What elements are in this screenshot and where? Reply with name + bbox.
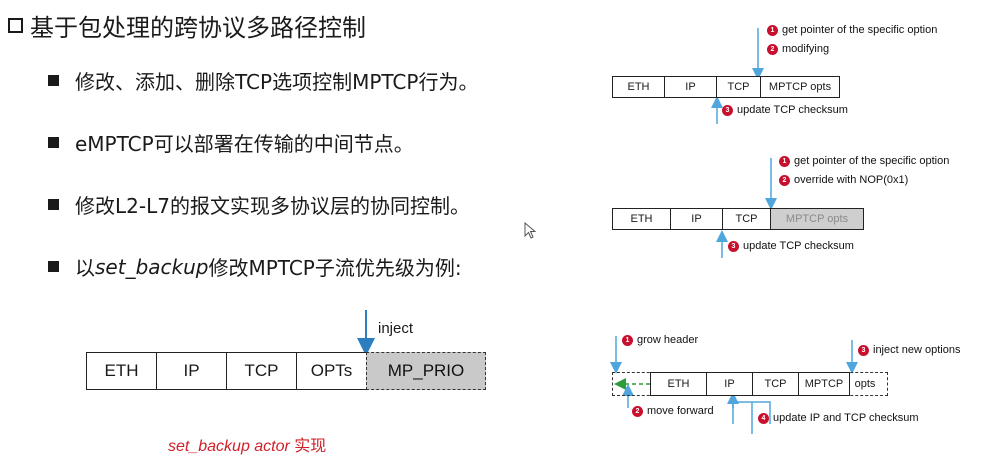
bullet-2: eMPTCP可以部署在传输的中间节点。 [48,128,414,157]
step-number-badge: 1 [779,155,790,167]
square-bullet-icon [48,137,59,148]
cell-mptcp: MPTCP [798,372,850,396]
packet-diagram-modify: ETH IP TCP MPTCP opts [612,76,840,98]
step-number-badge: 2 [779,174,790,186]
mouse-cursor-icon [524,222,537,239]
step-number-badge: 1 [622,334,633,346]
cell-ip: IP [706,372,752,396]
cell-opts: opts [854,378,876,390]
step-number-badge: 3 [728,240,739,252]
square-bullet-icon [48,261,59,272]
step-number-badge: 2 [632,405,643,417]
square-bullet-icon [48,75,59,86]
bullet-1: 修改、添加、删除TCP选项控制MPTCP行为。 [48,66,478,95]
inject-label: inject [378,320,414,337]
slide-title-text: 基于包处理的跨协议多路径控制 [30,14,366,42]
cell-eth: ETH [650,372,706,396]
checkbox-bullet-icon [8,18,23,33]
cell-tcp: TCP [752,372,798,396]
slide-title: 基于包处理的跨协议多路径控制 [8,8,366,43]
cell-eth: ETH [612,76,664,98]
cell-mptcp-opts: MPTCP opts [760,76,840,98]
cell-opts: OPTs [296,352,366,390]
cell-tcp: TCP [716,76,760,98]
cell-mp-prio: MP_PRIO [366,352,486,390]
cell-tcp: TCP [722,208,770,230]
packet-diagram-override: ETH IP TCP MPTCP opts [612,208,864,230]
square-bullet-icon [48,199,59,210]
packet-diagram-set-backup: ETH IP TCP OPTs MP_PRIO [86,352,486,390]
cell-ip: IP [156,352,226,390]
step-number-badge: 3 [858,344,869,356]
step-number-badge: 1 [767,24,778,36]
cell-eth: ETH [612,208,670,230]
cell-ip: IP [664,76,716,98]
cell-mptcp-opts: MPTCP opts [770,208,864,230]
step-number-badge: 3 [722,104,733,116]
packet-diagram-inject: ETH IP TCP MPTCP opts [650,372,880,396]
step-number-badge: 2 [767,43,778,55]
cell-ip: IP [670,208,722,230]
diagram-caption: set_backup actor 实现 [168,438,327,455]
cell-tcp: TCP [226,352,296,390]
bullet-3: 修改L2-L7的报文实现多协议层的协同控制。 [48,190,470,219]
cell-eth: ETH [86,352,156,390]
step-number-badge: 4 [758,412,769,424]
